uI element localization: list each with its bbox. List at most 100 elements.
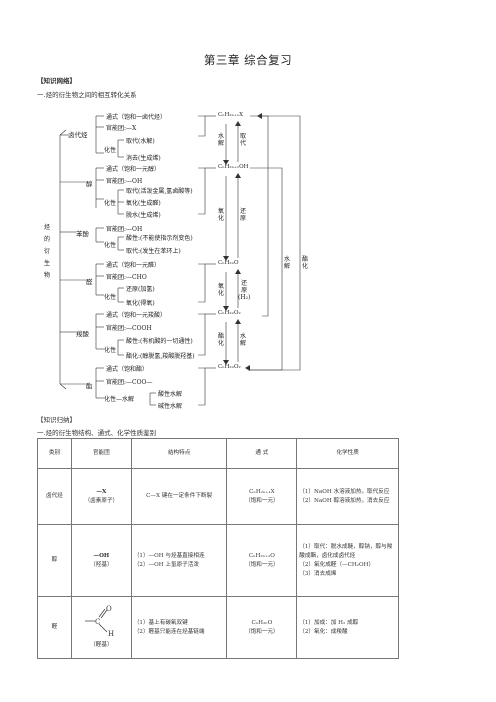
- halo-reaction: 取代(水解): [126, 138, 155, 145]
- acid-property-label: 化性: [104, 347, 117, 354]
- label-char: 还: [241, 280, 248, 287]
- structure-line: （2）醛基只能连在烃基链端: [133, 628, 205, 635]
- alcohol-reaction: 氧化(生成醛): [126, 200, 161, 207]
- label-char: 酯: [218, 333, 225, 340]
- property-line: （2）NaOH 醇溶液加热，消去反应: [299, 497, 390, 504]
- formula-alcohol: CₙH₂ₙ₊₁OH: [218, 164, 249, 170]
- aldehyde-reaction: 氧化(得氧): [126, 300, 155, 307]
- label-char: 化: [218, 290, 225, 297]
- acid-group-label: 官能团:—COOH: [106, 325, 152, 332]
- halo-name: 卤代烃: [68, 131, 88, 139]
- label-char: 氧: [218, 283, 225, 290]
- property-line: （1）NaOH 水溶液加热，取代反应: [299, 488, 390, 495]
- structure-line: （1）基上有碳氧双键: [133, 619, 188, 626]
- formula-note: （饱和一元）: [245, 497, 279, 504]
- ester-reaction: 碱性水解: [158, 403, 183, 410]
- table-header-row: 类别 官能团 结构特点 通 式 化学性质: [37, 438, 399, 469]
- phenol-reaction: 取代:(发生在苯环上): [126, 248, 181, 255]
- halo-property-label: 化性: [104, 147, 117, 154]
- label-oxidation-2: 氧化: [218, 283, 224, 297]
- cell-properties: （1）加成：加 H₂ 成醇（2）氧化：成羧酸: [296, 596, 399, 659]
- cell-formula: CₙH₂ₙ₊₂O（饱和一元）: [226, 524, 298, 597]
- label-substitution: 取代: [240, 133, 246, 147]
- svg-text:O: O: [106, 605, 112, 613]
- formula-value: CₙH₂ₙ₊₁X: [249, 488, 275, 495]
- formula-note: （饱和一元）: [245, 561, 279, 568]
- cell-category: 醇: [37, 524, 72, 597]
- structure-line: C—X 键在一定条件下断裂: [146, 493, 213, 499]
- label-char: 化: [218, 215, 225, 222]
- label-char: 解: [240, 340, 247, 347]
- alcohol-formula-label: 通式（饱和一元醇）: [106, 166, 161, 173]
- alcohol-property-label: 化性: [104, 200, 117, 207]
- label-char: (H₂): [238, 294, 251, 301]
- network-subheading: 一.烃的衍生物之间的相互转化关系: [37, 91, 137, 99]
- acid-reaction: 酯化:(醇脱氢,羧酸脱羟基): [126, 353, 195, 360]
- ester-name: 酯: [86, 382, 93, 390]
- network-diagram-lines: [59, 113, 301, 406]
- cell-formula: CₙH₂ₙ₊₁X （饱和一元）: [226, 468, 298, 525]
- cell-properties: （1）取代：脱水成醚，醇钠，醇与羧酸成酯，卤化成卤代烃（2）氧化成醛（—CH₂O…: [296, 524, 399, 597]
- svg-text:C: C: [95, 618, 100, 626]
- aldehyde-property-label: 化性: [104, 294, 117, 301]
- alcohol-reaction: 脱水(生成烯): [126, 212, 161, 219]
- label-char: 水: [284, 256, 291, 263]
- network-heading: 【知识网络】: [37, 77, 76, 85]
- root-char: 烃: [44, 224, 51, 231]
- root-char: 的: [44, 236, 51, 243]
- phenol-reaction: 酸性:(不能使指示剂变色): [126, 235, 193, 242]
- structure-line: （1）—OH 与烃基直接相连: [133, 552, 205, 559]
- label-char: 原: [241, 287, 248, 294]
- formula-note: （饱和一元）: [245, 628, 279, 635]
- label-oxidation: 氧化: [218, 208, 224, 222]
- property-line: （2）氧化：成羧酸: [299, 628, 348, 635]
- phenol-group-label: 官能团:—OH: [106, 226, 143, 233]
- label-char: 取: [240, 133, 247, 140]
- label-char: 水: [218, 133, 225, 140]
- label-hydrolysis-3: 水解: [284, 256, 290, 270]
- formula-acid: CₙH₂ₙO₂: [218, 310, 241, 316]
- cell-structure: （1）基上有碳氧双键 （2）醛基只能连在烃基链端: [130, 596, 228, 659]
- root-char: 衍: [44, 248, 51, 255]
- cell-group: —OH（羟基）: [70, 524, 132, 597]
- formula-aldehyde: CₙH₂ₙO: [218, 260, 239, 266]
- table-row: 卤代烃 —X（卤素原子） C—X 键在一定条件下断裂 CₙH₂ₙ₊₁X（饱和一元…: [37, 468, 399, 525]
- label-esterify-2: 酯化: [302, 256, 308, 270]
- aldehyde-structure-icon: C O H: [85, 605, 114, 638]
- header-formula: 通 式: [226, 438, 298, 469]
- ester-property-label: 化性—水解: [104, 396, 135, 403]
- summary-subheading: 一.烃的衍生物结构、通式、化学性质鉴别: [37, 429, 157, 437]
- property-line: （2）氧化成醛（—CH₂OH）: [299, 561, 375, 568]
- halo-group-label: 官能团:—X: [106, 125, 137, 132]
- label-hydrolysis-2: 水解: [240, 333, 246, 347]
- formula-value: CₙH₂ₙO: [251, 619, 273, 626]
- label-char: 氧: [218, 208, 225, 215]
- phenol-property-label: 化性: [104, 242, 117, 249]
- table-row: 醛 C O H （醛基） （1）基上有碳氧双键（2）醛基只能连在烃基链端 CₙH…: [37, 596, 399, 659]
- acid-reaction: 酸性:(有机酸的一切通性): [126, 338, 193, 345]
- header-properties: 化学性质: [296, 438, 399, 469]
- header-group: 官能团: [70, 438, 132, 469]
- root-label: 烃 的 衍 生 物: [44, 222, 50, 282]
- cell-formula: CₙH₂ₙO （饱和一元）: [226, 596, 298, 659]
- label-hydrolysis: 水解: [218, 133, 224, 147]
- cell-group: C O H （醛基）: [70, 596, 132, 659]
- label-char: 化: [302, 263, 309, 270]
- phenol-name: 苯酚: [76, 230, 89, 238]
- label-char: 酯: [302, 256, 309, 263]
- property-line: （3）消去成烯: [299, 570, 337, 577]
- cell-structure: C—X 键在一定条件下断裂: [130, 468, 228, 525]
- label-esterify: 酯化: [218, 333, 224, 347]
- ester-formula-label: 通式（饱和酯）: [106, 366, 149, 373]
- structure-line: （2）—OH 上氢原子活泼: [133, 561, 199, 568]
- table-row: 醇 —OH（羟基） （1）—OH 与烃基直接相连 （2）—OH 上氢原子活泼 Cₙ…: [37, 524, 399, 597]
- aldehyde-formula-label: 通式（饱和一元醛）: [106, 262, 161, 269]
- group-symbol: —OH: [93, 552, 110, 559]
- summary-heading: 【知识归纳】: [37, 416, 76, 424]
- label-char: 还: [240, 208, 247, 215]
- label-char: 水: [240, 333, 247, 340]
- label-char: 解: [218, 140, 225, 147]
- cell-structure: （1）—OH 与烃基直接相连 （2）—OH 上氢原子活泼: [130, 524, 228, 597]
- ester-group-label: 官能团:—COO—: [106, 379, 153, 386]
- alcohol-reaction: 取代(活泼金属,氢卤酸等): [126, 188, 193, 195]
